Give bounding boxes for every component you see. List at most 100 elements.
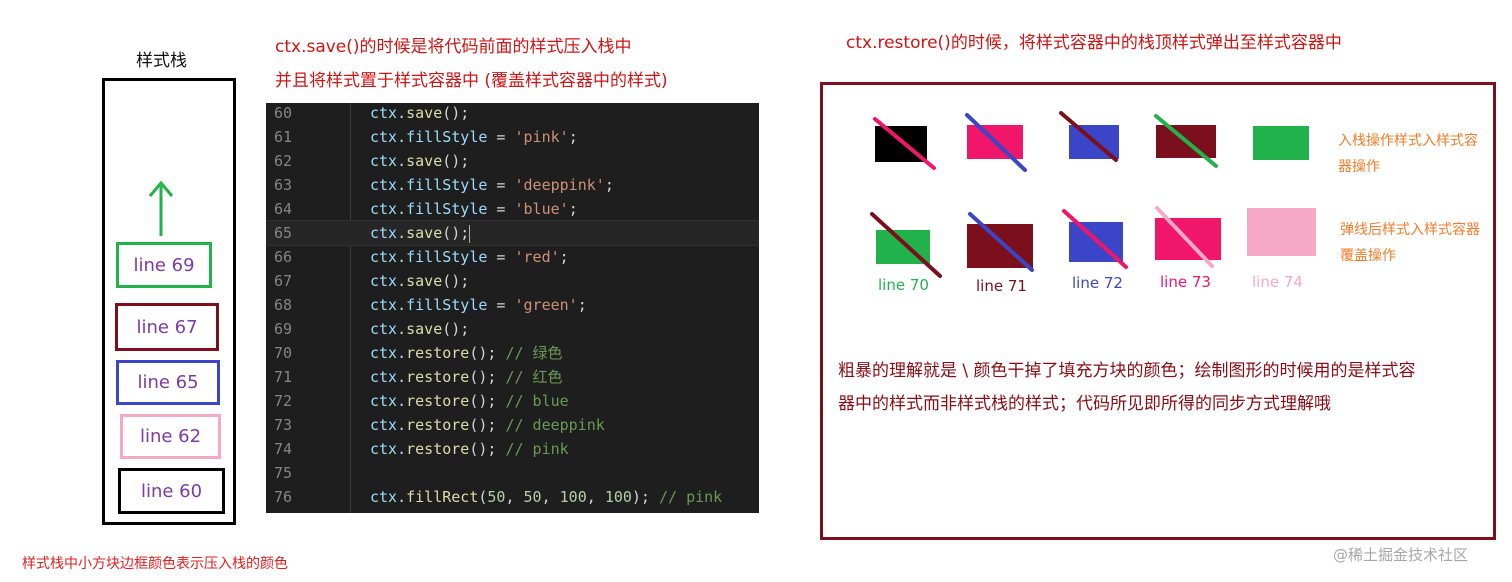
code-text: ctx.restore(); // pink (370, 437, 569, 461)
color-block (1253, 126, 1309, 160)
code-text: ctx.restore(); // blue (370, 389, 569, 413)
push-note-line1: 入栈操作样式入样式容 (1338, 133, 1478, 149)
code-token: ctx (370, 392, 398, 410)
code-token: (); (469, 368, 506, 386)
line-number: 62 (274, 152, 293, 170)
code-token: . (397, 344, 407, 362)
code-token: (); (442, 104, 470, 122)
code-text: ctx.fillStyle = 'pink'; (370, 125, 578, 149)
code-token: 'blue' (514, 200, 569, 218)
summary-line1: 粗暴的理解就是 \ 颜色干掉了填充方块的颜色；绘制图形的时候用的是样式容 (838, 361, 1416, 381)
line-number: 72 (274, 392, 293, 410)
code-token: ctx (370, 176, 398, 194)
indent-guide (350, 103, 351, 513)
code-token: // blue (505, 392, 569, 410)
code-token: restore (406, 440, 470, 458)
code-token: . (397, 176, 407, 194)
color-block (965, 113, 1027, 172)
fill-rect (1247, 208, 1316, 256)
pop-note-line1: 弹线后样式入样式容器 (1340, 222, 1480, 238)
code-token: ctx (370, 344, 398, 362)
code-token: save (406, 152, 443, 170)
code-token: // deeppink (505, 416, 605, 434)
text-cursor (469, 224, 471, 243)
stack-title: 样式栈 (136, 51, 187, 71)
code-text: ctx.restore(); // deeppink (370, 413, 605, 437)
stack-item: line 60 (118, 468, 225, 514)
code-token: = (487, 248, 515, 266)
block-label: line 73 (1160, 273, 1211, 291)
code-token: restore (406, 416, 470, 434)
save-note-line2: 并且将样式置于样式容器中 (覆盖样式容器中的样式) (275, 71, 668, 91)
code-token: ; (559, 248, 569, 266)
line-number: 60 (274, 104, 293, 122)
code-token: save (406, 224, 443, 242)
code-token: ); (631, 488, 659, 506)
code-token: ctx (370, 416, 398, 434)
code-token: (); (442, 272, 470, 290)
save-note-line1: ctx.save()的时候是将代码前面的样式压入栈中 (275, 37, 632, 57)
code-line: 69 ctx.save(); (266, 317, 759, 341)
color-block (967, 212, 1034, 272)
push-note: 入栈操作样式入样式容 器操作 (1338, 128, 1478, 180)
code-token: fillStyle (406, 248, 488, 266)
code-token: ctx (370, 248, 398, 266)
code-text: ctx.save(); (370, 221, 471, 245)
code-token: . (397, 224, 407, 242)
line-number: 64 (274, 200, 293, 218)
code-token: . (397, 248, 407, 266)
code-token: ctx (370, 272, 398, 290)
code-token: ctx (370, 104, 398, 122)
stack-item: line 67 (115, 303, 219, 351)
code-token: , (505, 488, 524, 506)
color-block (873, 117, 936, 170)
line-number: 69 (274, 320, 293, 338)
line-number: 68 (274, 296, 293, 314)
code-line: 68 ctx.fillStyle = 'green'; (266, 293, 759, 317)
code-token: fillStyle (406, 200, 488, 218)
stack-item: line 62 (120, 414, 221, 459)
code-token: ctx (370, 440, 398, 458)
code-token: , (586, 488, 605, 506)
pop-note-line2: 覆盖操作 (1340, 248, 1396, 264)
code-token: . (397, 440, 407, 458)
code-text: ctx.fillStyle = 'red'; (370, 245, 569, 269)
code-token: 50 (523, 488, 542, 506)
block-label: line 74 (1252, 273, 1303, 291)
line-number: 63 (274, 176, 293, 194)
code-token: ctx (370, 200, 398, 218)
code-text: ctx.save(); (370, 317, 469, 341)
slash-line (873, 117, 936, 170)
code-text: ctx.save(); (370, 103, 469, 125)
code-token: ctx (370, 224, 398, 242)
slash-line (965, 113, 1027, 172)
code-text: ctx.fillRect(50, 50, 100, 100); // pink (370, 485, 722, 509)
block-label: line 70 (878, 276, 929, 294)
code-token: . (397, 296, 407, 314)
color-block (1062, 209, 1128, 269)
pop-note: 弹线后样式入样式容器 覆盖操作 (1340, 217, 1480, 269)
code-token: ctx (370, 296, 398, 314)
code-token: fillStyle (406, 176, 488, 194)
code-token: . (397, 392, 407, 410)
slash-line (1062, 209, 1128, 269)
code-text: ctx.fillStyle = 'green'; (370, 293, 587, 317)
color-block (1155, 206, 1221, 268)
code-token: , (541, 488, 560, 506)
code-text: ctx.restore(); // 绿色 (370, 341, 563, 365)
slash-line (1155, 206, 1214, 268)
code-token: ; (604, 176, 614, 194)
block-label: line 72 (1072, 274, 1123, 292)
code-token: 'deeppink' (514, 176, 605, 194)
code-token: . (397, 272, 407, 290)
code-token: save (406, 320, 443, 338)
color-block (1247, 208, 1316, 256)
push-note-line2: 器操作 (1338, 159, 1380, 175)
code-token: . (397, 416, 407, 434)
